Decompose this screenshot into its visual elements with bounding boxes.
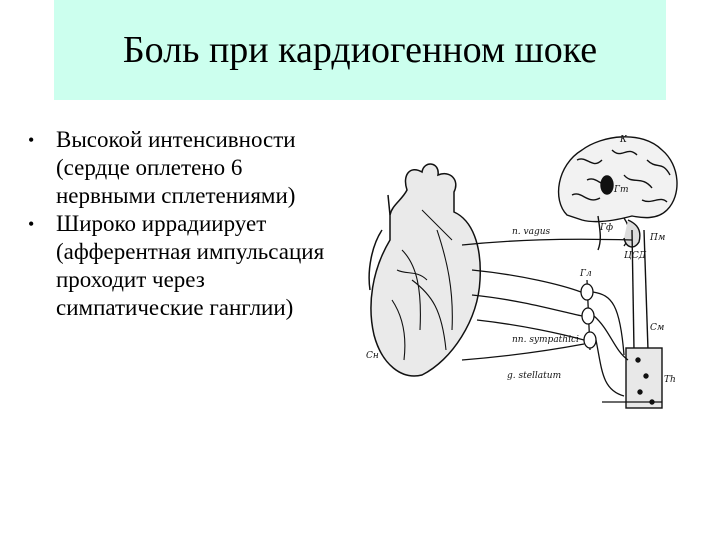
bullet-text: Широко иррадиирует (афферентная импульса… — [56, 210, 324, 322]
bullet-line: Широко иррадиирует — [56, 211, 267, 236]
csd-label: ЦСД — [624, 251, 647, 261]
bullet-text: Высокой интенсивности (сердце оплетено 6… — [56, 126, 296, 210]
bullet-line: Высокой интенсивности — [56, 127, 296, 152]
medulla-label: Пм — [649, 233, 665, 243]
ganglion-chain — [580, 279, 597, 351]
sympathetic-nerves-label: nn. sympathici — [512, 335, 579, 345]
heart-nerve-diagram: К Гт Гф Пм ЦСД n. vagus Гл См nn. sympat… — [366, 135, 678, 409]
spinal-cord — [625, 229, 663, 409]
stellate-ganglion-label: g. stellatum — [507, 371, 561, 381]
heart-illustration — [368, 163, 481, 377]
thoracic-label: Th — [664, 375, 676, 385]
bullet-list: • Высокой интенсивности (сердце оплетено… — [28, 126, 368, 386]
bullet-line: проходит через — [56, 267, 205, 292]
bullet-marker: • — [28, 130, 35, 150]
hypothalamus-label: Гф — [599, 223, 613, 233]
brain-cortex-label: К — [619, 135, 628, 145]
bullet-line: нервными сплетениями) — [56, 183, 296, 208]
bullet-line: (сердце оплетено 6 — [56, 155, 243, 180]
bullet-item: • Высокой интенсивности (сердце оплетено… — [28, 126, 368, 210]
vagus-label: n. vagus — [512, 227, 551, 237]
heart-label: Сн — [366, 351, 379, 361]
bullet-line: (афферентная импульсация — [56, 239, 325, 264]
nerve-pathways — [461, 238, 662, 403]
spinal-label: См — [650, 323, 664, 333]
ganglion-label: Гл — [579, 269, 592, 279]
title-banner: Боль при кардиогенном шоке — [54, 0, 666, 100]
slide-title: Боль при кардиогенном шоке — [122, 29, 598, 71]
bullet-marker: • — [28, 214, 35, 234]
bullet-line: симпатические ганглии) — [56, 295, 294, 320]
bullet-item: • Широко иррадиирует (афферентная импуль… — [28, 210, 368, 322]
thalamus-label: Гт — [613, 185, 629, 195]
